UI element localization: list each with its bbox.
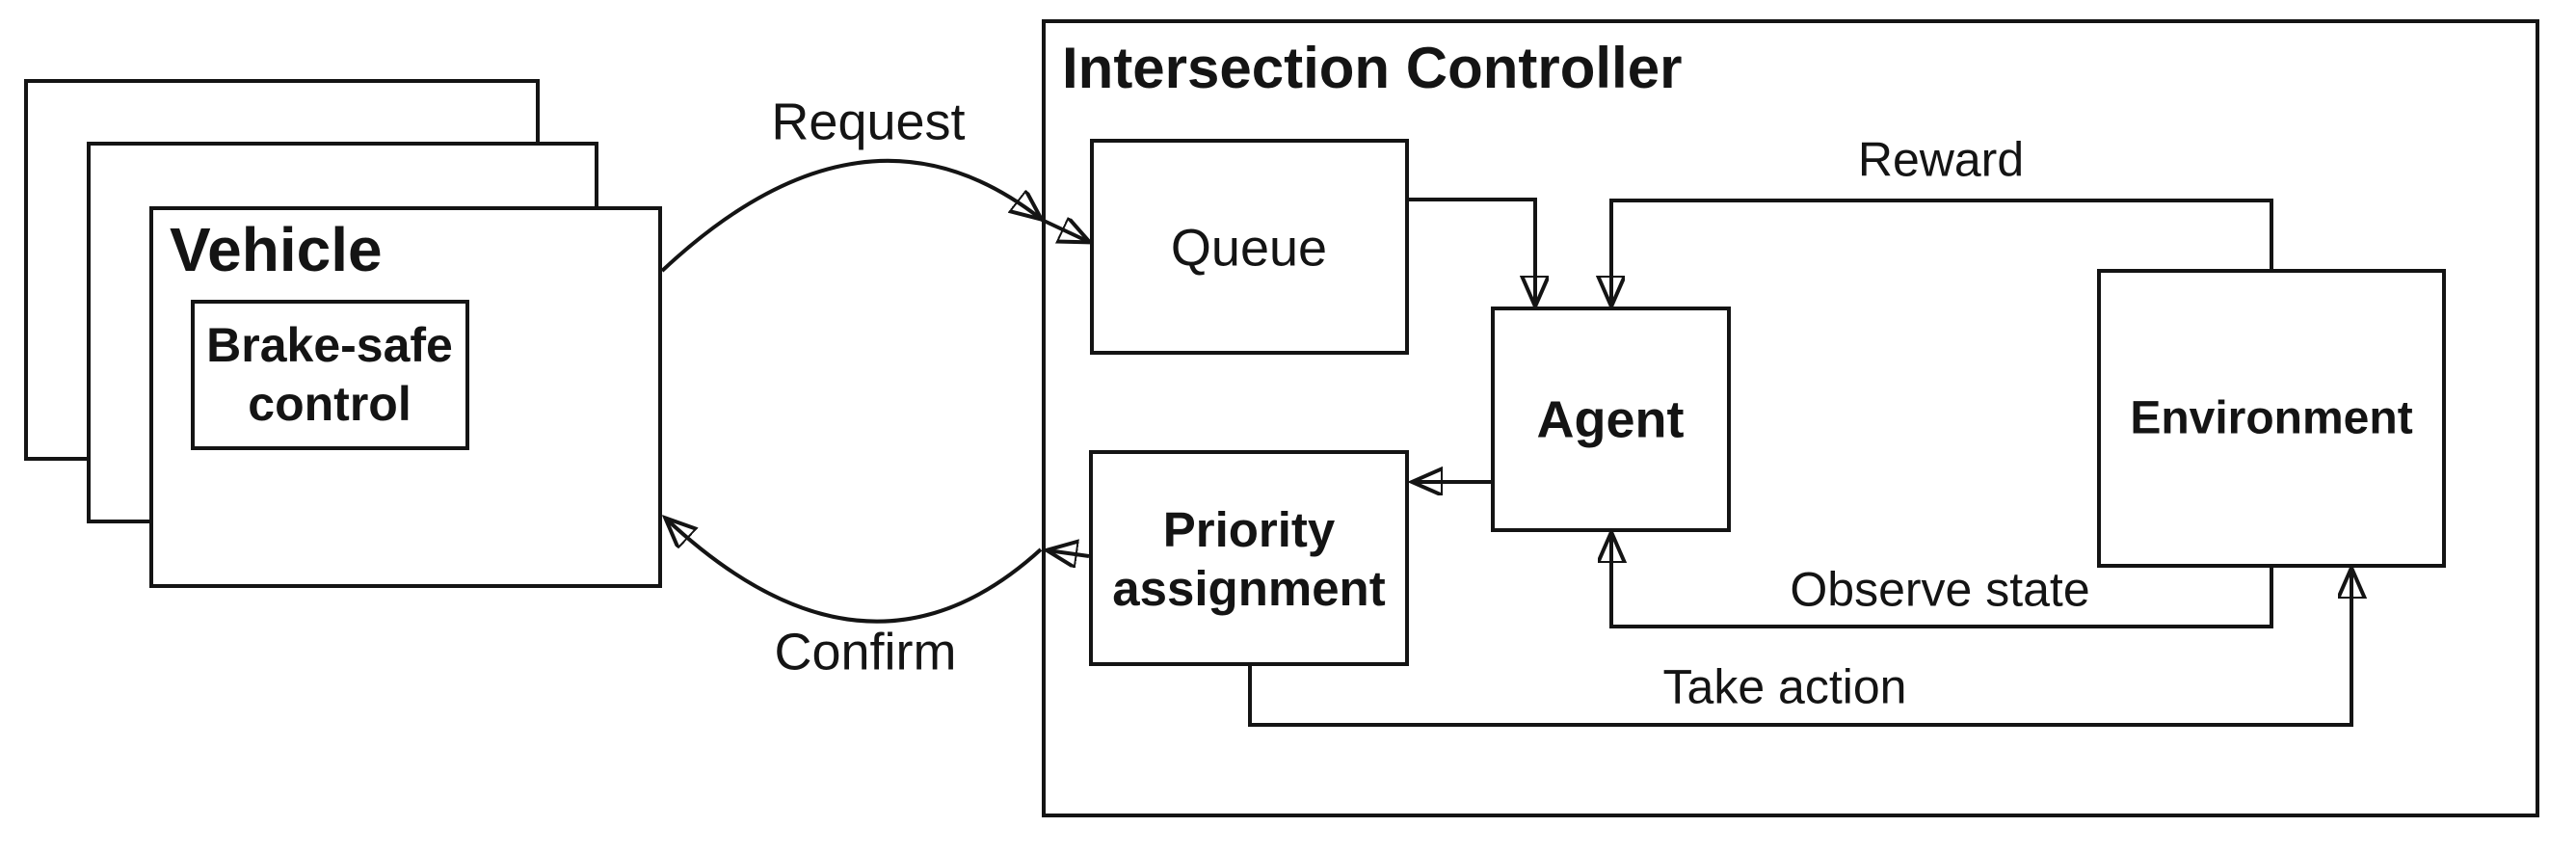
- vehicle-label: Vehicle: [170, 215, 383, 284]
- confirm-flow-label: Confirm: [774, 623, 957, 681]
- queue-box: [1090, 139, 1409, 355]
- queue-label: Queue: [1170, 219, 1328, 278]
- take-action-flow-label: Take action: [1662, 659, 1907, 714]
- request-arc-arrow: [660, 158, 1041, 273]
- observe-state-flow-label: Observe state: [1790, 562, 2090, 617]
- brake-safe-control-box: [191, 300, 469, 450]
- request-flow-label: Request: [771, 93, 966, 151]
- agent-box: [1491, 307, 1731, 532]
- confirm-arc-arrow: [666, 519, 1043, 624]
- reward-flow-label: Reward: [1857, 132, 2025, 187]
- environment-label: Environment: [2130, 392, 2413, 444]
- agent-label: Agent: [1536, 390, 1685, 449]
- intersection-controller-title: Intersection Controller: [1062, 36, 1683, 100]
- priority-assignment-label: Priority assignment: [1112, 501, 1386, 616]
- brake-safe-control-label: Brake-safe control: [206, 318, 453, 431]
